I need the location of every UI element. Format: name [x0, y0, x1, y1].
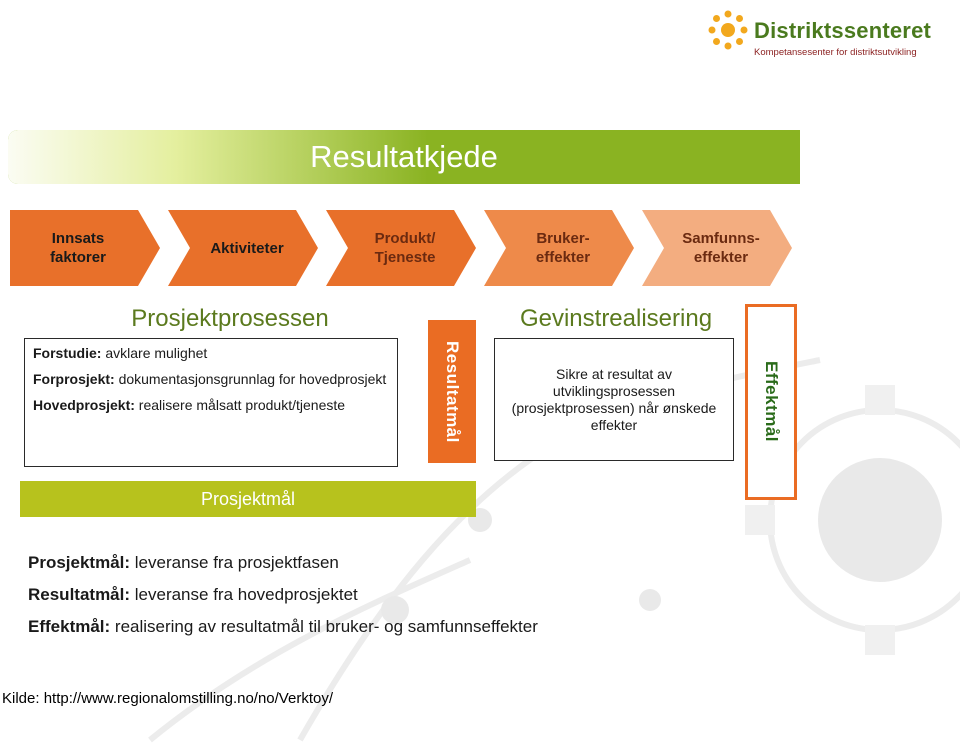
- prosjektmal-bar: Prosjektmål: [20, 481, 476, 517]
- sun-logo-icon: [708, 10, 748, 50]
- chevron-shape: [642, 210, 792, 286]
- prosjektprosessen-heading: Prosjektprosessen: [131, 305, 329, 332]
- result-chain: Innsats faktorer Aktiviteter Produkt/ Tjen…: [10, 210, 810, 286]
- chevron-label: Innsats faktorer: [50, 230, 106, 266]
- resultatmal-bar: Resultatmål: [428, 320, 476, 463]
- source-text: Kilde: http://www.regionalomstilling.no/…: [2, 690, 334, 707]
- gevinstrealisering-heading: Gevinstrealisering: [519, 305, 713, 332]
- effektmal-label: Effektmål: [762, 361, 781, 443]
- gevinstrealisering-text: Sikre at resultat av utviklingsprosessen…: [511, 365, 717, 433]
- chevron-label: Samfunns- effekter: [682, 230, 760, 266]
- gevinstrealisering-box: Sikre at resultat av utviklingsprosessen…: [494, 338, 734, 461]
- chevron-shape: [326, 210, 476, 286]
- chevron-label: Produkt/ Tjeneste: [374, 230, 436, 266]
- definition-effektmal: Effektmål: realisering av resultatmål ti…: [28, 617, 538, 636]
- logo-name: Distriktssenteret: [754, 18, 932, 43]
- page-title: Resultatkjede: [310, 139, 498, 174]
- logo: Distriktssenteret Kompetansesenter for d…: [706, 4, 946, 66]
- definition-resultatmal: Resultatmål: leveranse fra hovedprosjekt…: [28, 585, 358, 604]
- logo-tagline: Kompetansesenter for distriktsutvikling: [754, 47, 917, 58]
- chevron-shape: [10, 210, 160, 286]
- definition-prosjektmal: Prosjektmål: leveranse fra prosjektfasen: [28, 553, 339, 572]
- phase-forstudie: Forstudie: avklare mulighet: [33, 345, 208, 361]
- prosjektmal-label: Prosjektmål: [200, 488, 296, 509]
- chevron-shape: [484, 210, 634, 286]
- prosjektprosessen-box: Forstudie: avklare mulighet Forprosjekt:…: [24, 338, 398, 467]
- chevron-shape: [168, 210, 318, 286]
- title-banner: Resultatkjede: [8, 130, 800, 184]
- phase-hovedprosjekt: Hovedprosjekt: realisere målsatt produkt…: [33, 397, 346, 413]
- chevron-label: Aktiviteter: [210, 239, 284, 257]
- phase-forprosjekt: Forprosjekt: dokumentasjonsgrunnlag for …: [33, 371, 387, 387]
- resultatmal-label: Resultatmål: [443, 340, 462, 443]
- chevron-label: Bruker- effekter: [535, 230, 591, 266]
- effektmal-bar: Effektmål: [745, 304, 797, 500]
